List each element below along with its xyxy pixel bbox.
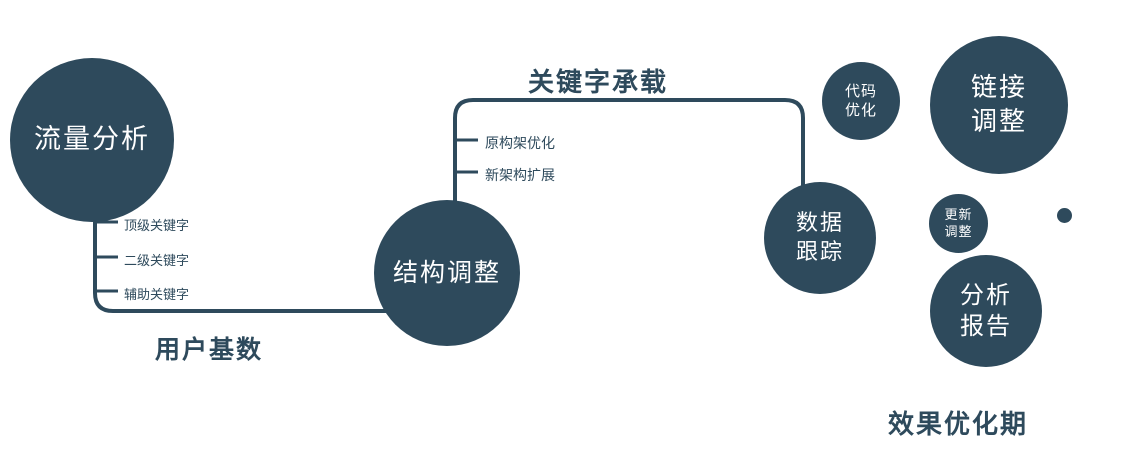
node-update-adjust-line2: 调整 [944, 223, 973, 239]
edge-structure-to-tracking [453, 98, 805, 217]
bullet-dot [1057, 208, 1072, 223]
node-link-adjust: 链接 调整 [930, 36, 1068, 174]
node-link-adjust-line2: 调整 [970, 106, 1027, 136]
edge-label-user-base: 用户基数 [155, 336, 264, 364]
edge-traffic-to-structure [93, 193, 402, 313]
node-structure-adjust: 结构调整 [374, 200, 520, 346]
node-analysis-report-line2: 报告 [960, 313, 1012, 340]
caption-effect-optimization: 效果优化期 [888, 409, 1029, 439]
branch-label-auxiliary-keywords: 辅助关键字 [124, 287, 190, 302]
node-analysis-report-line1: 分析 [960, 281, 1012, 309]
node-structure-adjust-label: 结构调整 [392, 258, 501, 287]
node-code-optimize: 代码 优化 [822, 62, 900, 140]
edge-label-keyword-bearing: 关键字承载 [528, 67, 669, 97]
node-data-tracking-line1: 数据 [795, 210, 844, 236]
node-traffic-analysis-label: 流量分析 [34, 124, 150, 155]
node-analysis-report: 分析 报告 [930, 255, 1042, 367]
node-update-adjust: 更新 调整 [929, 194, 988, 253]
branch-label-secondary-keywords: 二级关键字 [124, 253, 190, 268]
branch-label-original-arch-optimize: 原构架优化 [485, 135, 555, 151]
node-data-tracking: 数据 跟踪 [764, 182, 876, 294]
node-traffic-analysis: 流量分析 [10, 58, 174, 222]
node-link-adjust-line1: 链接 [970, 72, 1027, 103]
branch-label-top-keywords: 顶级关键字 [124, 218, 190, 233]
node-code-optimize-line1: 代码 [844, 82, 877, 100]
node-update-adjust-line1: 更新 [944, 206, 973, 222]
node-code-optimize-line2: 优化 [844, 102, 877, 119]
branch-label-new-arch-expand: 新架构扩展 [485, 167, 555, 183]
node-data-tracking-line2: 跟踪 [795, 239, 844, 264]
